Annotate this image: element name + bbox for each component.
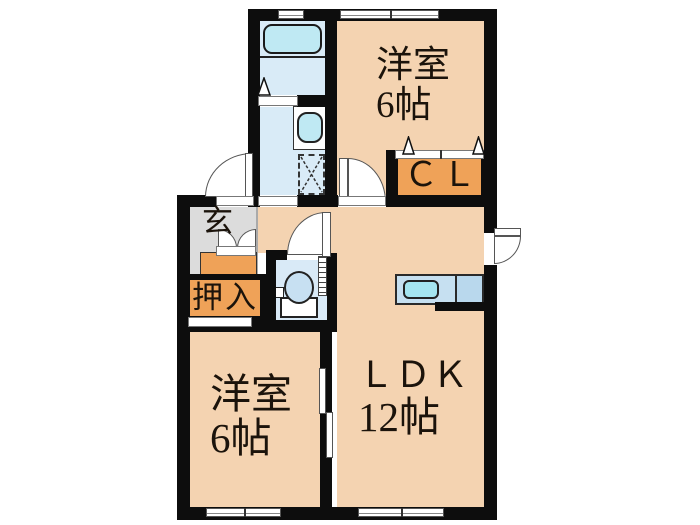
window-sash-tick — [401, 508, 403, 517]
kitchen-counter — [395, 274, 484, 305]
window-bedroom-top — [340, 10, 439, 19]
window-bathroom — [278, 10, 304, 19]
bedroom-ldk-sliding-door-a — [319, 368, 326, 414]
ldk-floor — [337, 207, 484, 507]
bathroom-divider — [260, 56, 325, 58]
ldk-exterior-door-swing — [494, 236, 521, 264]
wall-mid-b — [254, 195, 260, 207]
window-bedroom-bottom — [206, 508, 281, 517]
wall-kitchen-stub — [435, 302, 484, 311]
kitchen-counter-right — [455, 276, 482, 303]
entrance-door-leaf — [245, 153, 253, 197]
wall-toilet-right — [327, 253, 337, 332]
window-sash-tick — [389, 10, 392, 19]
bedroom-top-size: 6帖 — [376, 84, 432, 126]
bedroom-bottom-size: 6帖 — [210, 415, 272, 462]
ldk-size: 12帖 — [358, 393, 440, 440]
washing-machine-x-mark — [300, 156, 323, 193]
cl-label: ＣＬ — [404, 157, 480, 194]
cl-door-triangle-left — [402, 136, 415, 155]
toilet-bowl — [284, 271, 314, 304]
kitchen-sink — [403, 280, 439, 299]
window-sash-tick — [243, 508, 246, 517]
wall-mid-c — [297, 195, 338, 207]
ldk-name: ＬＤＫ — [358, 355, 470, 395]
wall-right-upper — [484, 9, 497, 233]
oshiire-door-sill — [188, 317, 252, 327]
bedroom-top-door-sill — [338, 196, 386, 206]
window-ldk — [358, 508, 444, 517]
oshiire-label: 押入 — [192, 280, 258, 315]
washroom-door-sill — [258, 196, 298, 206]
cl-door-tick — [439, 150, 442, 159]
wall-bath-right — [325, 9, 337, 207]
bedroom-bottom-floor — [190, 332, 320, 507]
wall-toilet-left — [266, 250, 276, 332]
washing-machine-space — [298, 154, 325, 195]
wall-cl-left — [386, 150, 398, 207]
toilet-door-leaf — [322, 212, 331, 257]
cl-door-triangle-right — [472, 136, 485, 155]
bedroom-bottom-name: 洋室 — [210, 371, 292, 417]
entrance-door-sill — [216, 196, 254, 206]
toilet-louver-panel — [318, 256, 327, 296]
bathtub-fixture — [263, 24, 322, 54]
genkan-label: 玄 — [202, 204, 233, 239]
wall-toilet-top — [266, 250, 287, 260]
ldk-label: ＬＤＫ 12帖 — [358, 355, 470, 440]
bedroom-ldk-sliding-door-b — [326, 412, 333, 458]
bathroom-door-sill — [258, 96, 298, 106]
window-pane-line — [279, 14, 303, 16]
bathroom-door-triangle — [257, 77, 271, 96]
wall-mid-d — [386, 195, 484, 207]
toilet-button — [275, 287, 284, 298]
wall-mid-a — [177, 195, 216, 207]
bedroom-top-name: 洋室 — [376, 45, 450, 86]
bedroom-bottom-label: 洋室 6帖 — [210, 372, 292, 461]
wall-bath-divider — [297, 95, 337, 107]
washbasin-bowl — [297, 112, 323, 143]
shoe-cabinet-door-sill — [216, 246, 256, 256]
bedroom-top-label: 洋室 6帖 — [376, 46, 450, 126]
wall-right-lower — [484, 265, 497, 520]
wall-left-lower — [177, 195, 190, 520]
ldk-exterior-door-leaf — [494, 228, 521, 236]
